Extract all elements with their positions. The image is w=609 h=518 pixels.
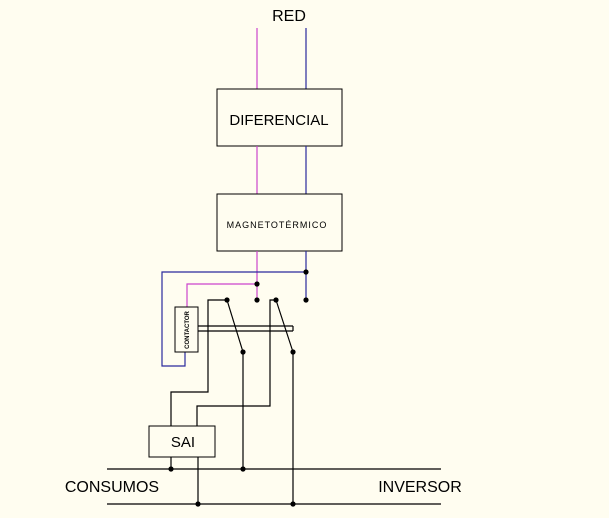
junction-neutral-tap: [303, 269, 309, 275]
junction-phase-tap: [254, 281, 260, 287]
terminal-s2-out: [290, 349, 296, 355]
switch1-nc-wire: [170, 299, 227, 426]
terminal-phase-in: [254, 297, 260, 303]
switch2-blade: [275, 299, 294, 353]
contactor-box: [174, 306, 199, 353]
junction-dots: [168, 269, 309, 507]
terminal-s1-common: [224, 297, 230, 303]
junction-inversor-s2: [290, 501, 296, 507]
consumos-label: CONSUMOS: [65, 479, 159, 496]
sai-label: SAI: [171, 434, 195, 451]
inversor-label: INVERSOR: [378, 479, 462, 496]
terminal-neutral-in: [303, 297, 309, 303]
switch1-blade: [226, 299, 244, 353]
red-label: RED: [272, 8, 306, 25]
junction-consumos-s1: [240, 466, 246, 472]
junction-inversor-sai: [195, 501, 201, 507]
switch2-nc-wire: [196, 299, 276, 426]
terminal-s1-out: [240, 349, 246, 355]
diferencial-label: DIFERENCIAL: [229, 112, 328, 129]
diferencial-box: [216, 88, 343, 147]
sai-box: [148, 425, 216, 458]
phase-to-contactor-coil: [186, 283, 257, 307]
contactor-label: CONTACTOR: [185, 310, 191, 348]
magnetotermico-box: [216, 193, 343, 252]
neutral-to-contactor-coil: [161, 271, 306, 367]
terminal-s2-common: [273, 297, 279, 303]
junction-consumos-sai: [168, 466, 174, 472]
magnetotermico-label: MAGNETOTÉRMICO: [227, 220, 328, 230]
